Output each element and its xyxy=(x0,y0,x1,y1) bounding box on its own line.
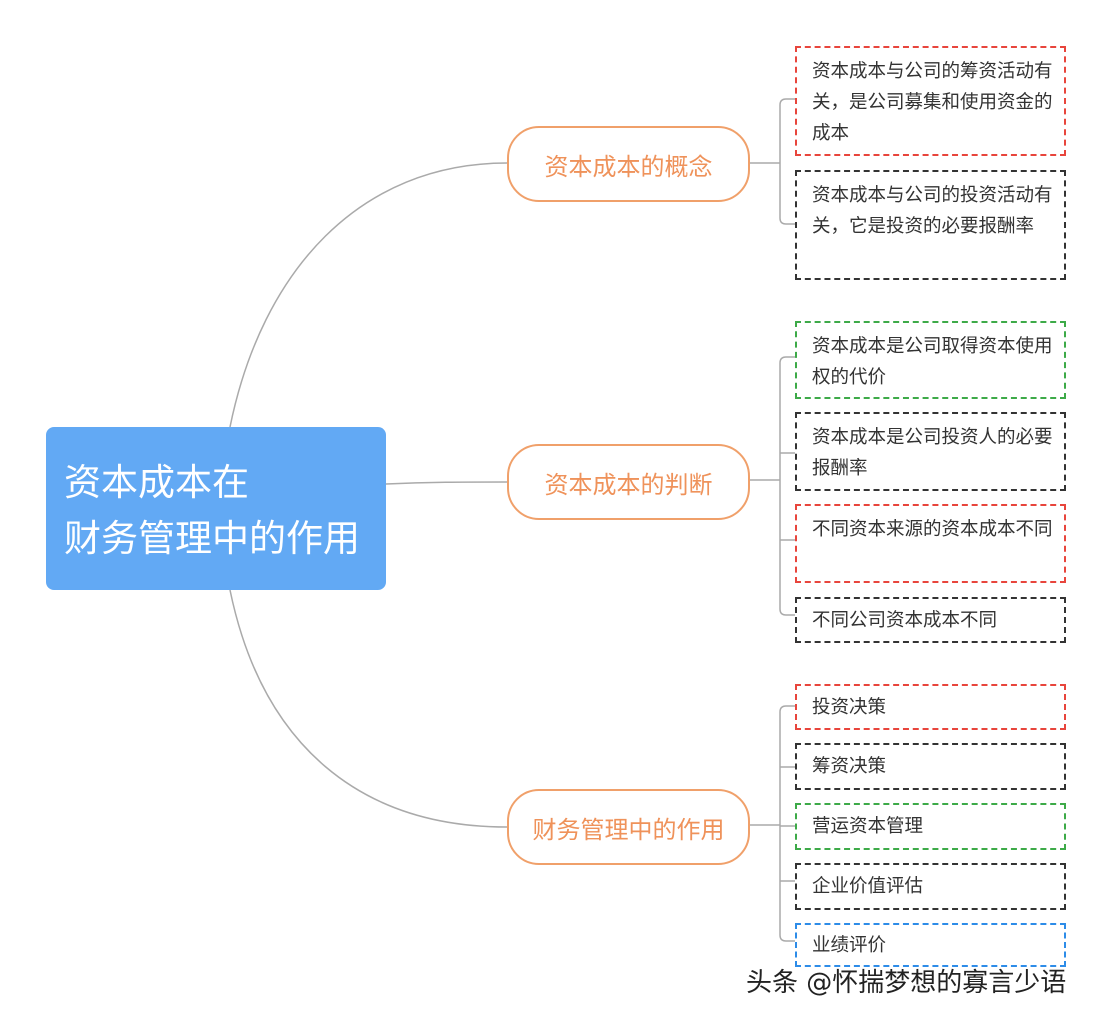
watermark: 头条 @怀揣梦想的寡言少语 xyxy=(746,968,1067,998)
root-title-line-1: 资本成本在 xyxy=(64,461,249,504)
leaf-node[interactable]: 营运资本管理 xyxy=(795,803,1066,850)
leaf-node[interactable]: 投资决策 xyxy=(795,684,1066,730)
leaf-node[interactable]: 资本成本是公司投资人的必要报酬率 xyxy=(795,412,1066,491)
branch-judgement[interactable]: 资本成本的判断 xyxy=(507,444,750,520)
branch-1-bracket xyxy=(750,98,795,225)
leaf-node[interactable]: 不同公司资本成本不同 xyxy=(795,597,1066,643)
branch-3-bracket xyxy=(750,705,795,942)
root-to-branch-3-line xyxy=(229,589,508,828)
leaf-node[interactable]: 资本成本与公司的投资活动有关，它是投资的必要报酬率 xyxy=(795,170,1066,280)
leaf-node[interactable]: 不同资本来源的资本成本不同 xyxy=(795,504,1066,583)
root-to-branch-1-line xyxy=(229,162,508,428)
leaf-node[interactable]: 企业价值评估 xyxy=(795,863,1066,910)
leaf-node[interactable]: 资本成本与公司的筹资活动有关，是公司募集和使用资金的成本 xyxy=(795,46,1066,156)
root-node[interactable]: 资本成本在 财务管理中的作用 xyxy=(46,427,386,590)
leaf-node[interactable]: 业绩评价 xyxy=(795,923,1066,967)
branch-concept[interactable]: 资本成本的概念 xyxy=(507,126,750,202)
branch-role[interactable]: 财务管理中的作用 xyxy=(507,789,750,865)
root-title-line-2: 财务管理中的作用 xyxy=(64,517,360,560)
branch-2-bracket xyxy=(750,356,795,616)
leaf-node[interactable]: 资本成本是公司取得资本使用权的代价 xyxy=(795,321,1066,399)
leaf-node[interactable]: 筹资决策 xyxy=(795,743,1066,790)
root-to-branch-2-line xyxy=(385,481,508,485)
